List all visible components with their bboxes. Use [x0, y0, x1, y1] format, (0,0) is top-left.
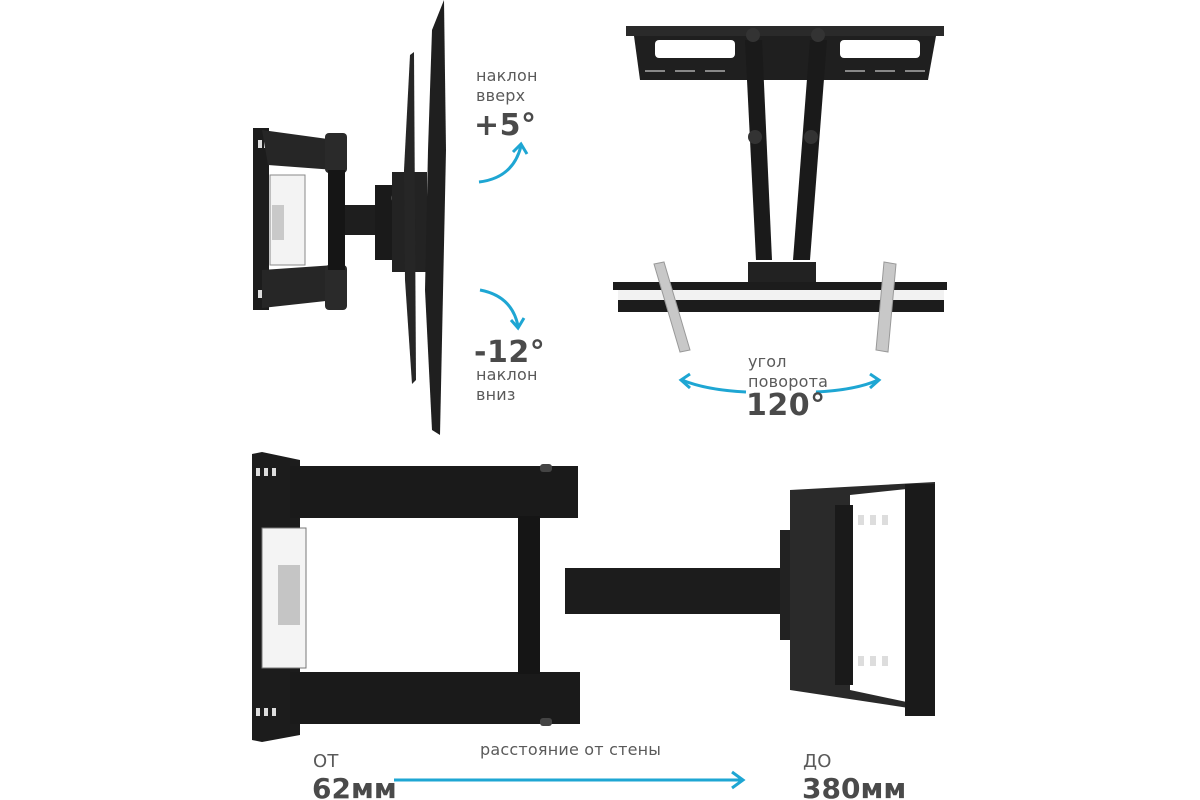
- tilt-down-value: -12°: [474, 335, 546, 370]
- extension-to-value: 380мм: [802, 772, 907, 800]
- extension-from-label: ОТ: [313, 751, 339, 772]
- double-curved-arrow-icon: [678, 372, 882, 394]
- tilt-down-label: наклон вниз: [476, 365, 538, 404]
- swivel-label: угол поворота: [748, 352, 829, 391]
- extension-from-value: 62мм: [312, 772, 397, 800]
- curved-arrow-up-icon: [478, 141, 529, 184]
- swivel-value: 120°: [746, 388, 826, 423]
- tilt-up-value: +5°: [474, 108, 537, 143]
- arrow-right-icon: [394, 770, 746, 790]
- tilt-up-label: наклон вверх: [476, 66, 538, 105]
- curved-arrow-down-icon: [479, 288, 526, 331]
- extension-caption: расстояние от стены: [480, 740, 662, 759]
- extension-to-label: ДО: [803, 751, 832, 772]
